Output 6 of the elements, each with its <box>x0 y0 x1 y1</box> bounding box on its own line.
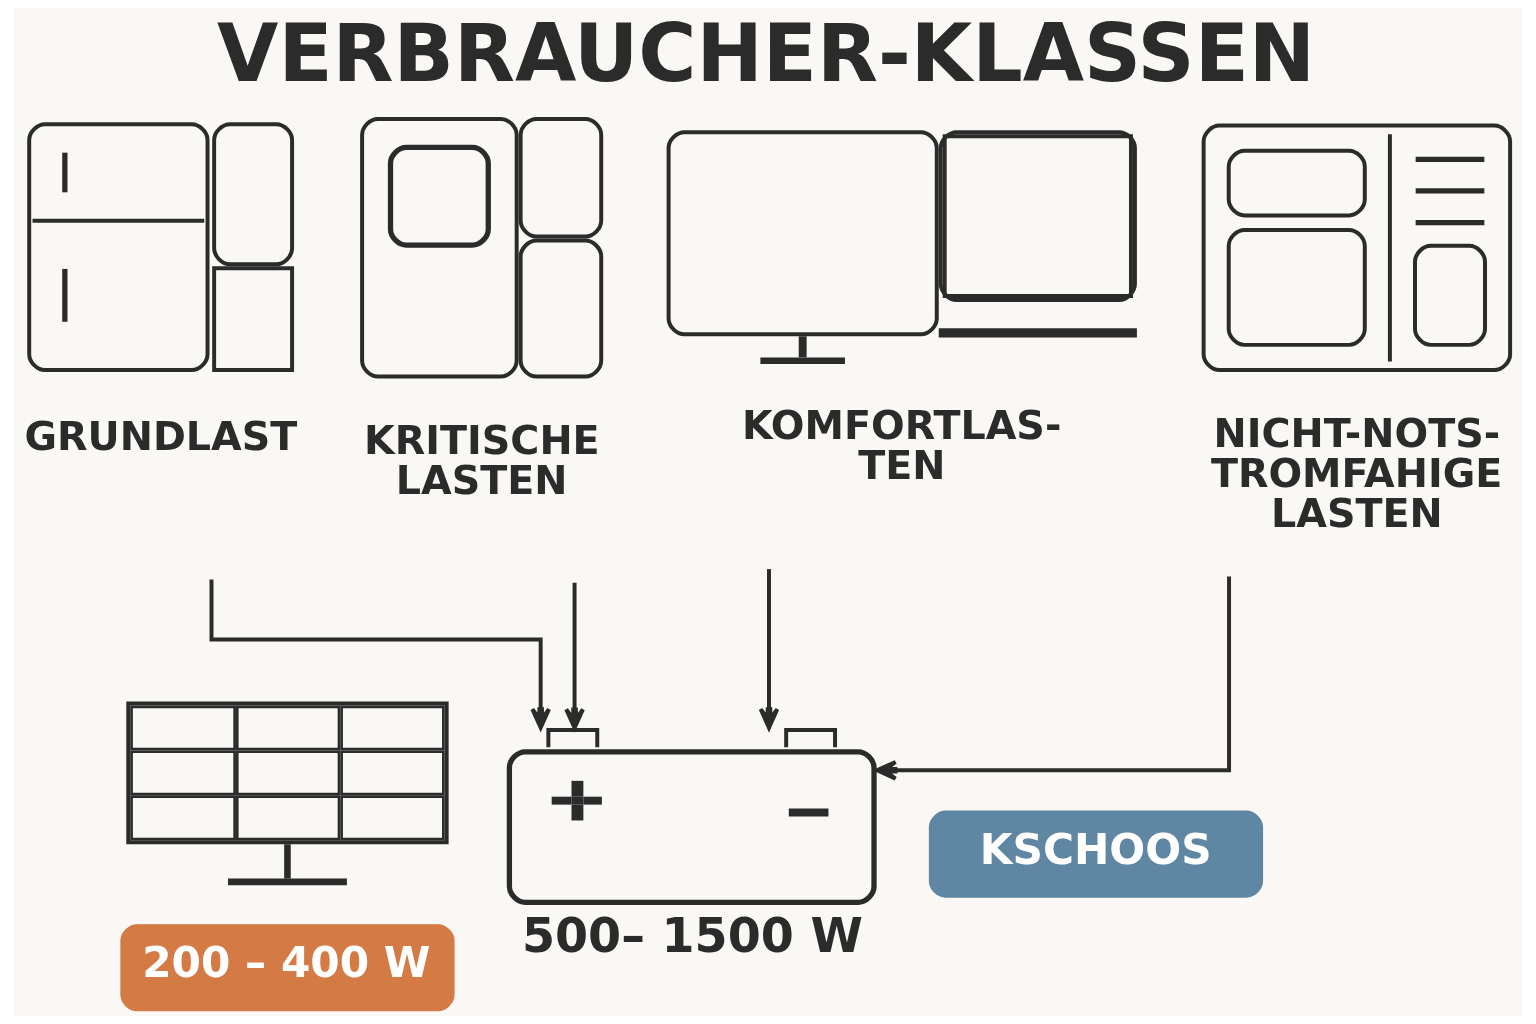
node-label: KRITISCHE LASTEN <box>364 416 600 503</box>
node-label: GRUNDLAST <box>24 412 298 459</box>
node-label: KOMFORTLAS- TEN <box>741 402 1062 488</box>
node-label: NICHT-NOTS- TROMFAHIGE LASTEN <box>1210 410 1503 536</box>
node-label: 500– 1500 W <box>521 908 863 964</box>
diagram-title: VERBRAUCHER-KLASSEN <box>217 6 1316 100</box>
